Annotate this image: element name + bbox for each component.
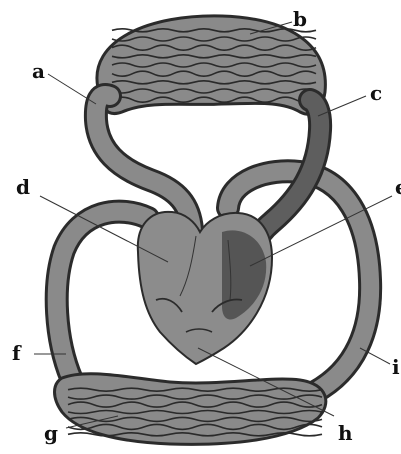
upper-capillary-network — [97, 16, 325, 114]
vessel-f — [57, 212, 148, 380]
label-e: e — [395, 175, 401, 199]
label-f: f — [12, 341, 22, 365]
lower-capillary-network — [55, 374, 326, 445]
label-d: d — [16, 175, 30, 199]
label-g: g — [44, 421, 58, 445]
leader-a — [48, 74, 96, 104]
label-a: a — [32, 59, 45, 83]
heart — [138, 212, 272, 364]
label-c: c — [370, 81, 382, 105]
label-b: b — [293, 7, 307, 31]
label-i: i — [392, 355, 400, 379]
label-h: h — [338, 421, 353, 445]
